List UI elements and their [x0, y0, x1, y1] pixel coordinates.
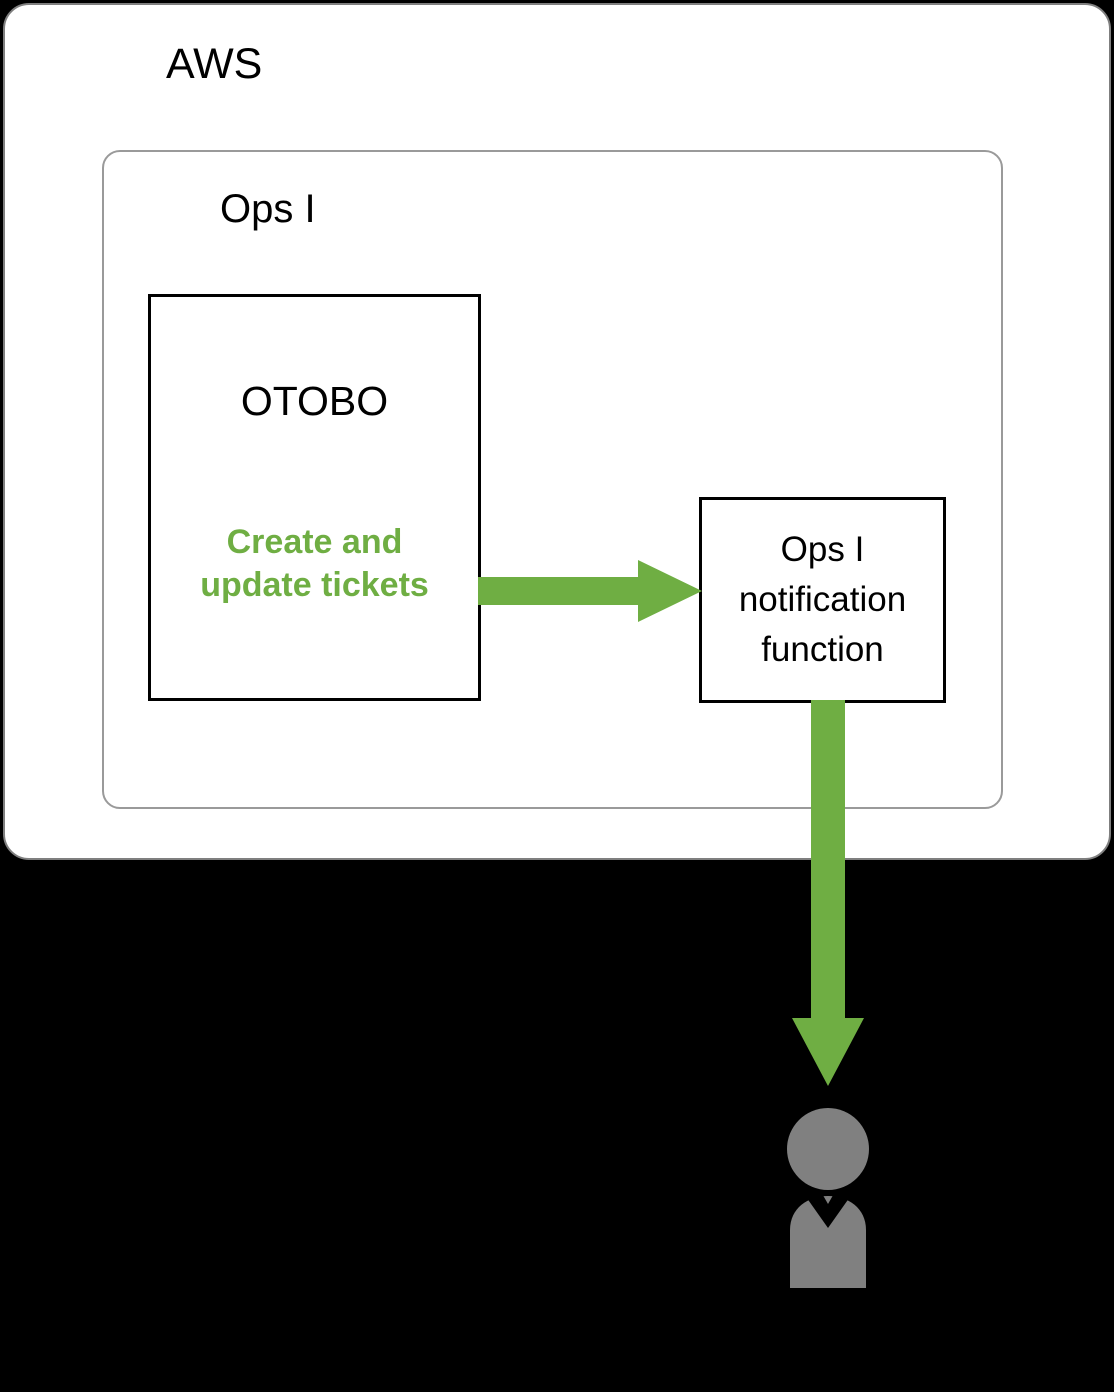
arrow-otobo-to-notification-function	[478, 560, 702, 622]
node-otobo[interactable]: OTOBO Create and update tickets	[148, 294, 481, 701]
arrow-notification-function-to-user	[792, 700, 864, 1086]
node-ops-i-notification-function-label: Ops I notification function	[738, 530, 907, 669]
node-ops-i-notification-function[interactable]: Ops I notification function	[699, 497, 946, 703]
person-icon	[787, 1108, 869, 1288]
node-otobo-title: OTOBO	[240, 378, 389, 424]
group-aws-label: AWS	[166, 40, 263, 88]
edge-label-create-and-update-tickets: Create and update tickets	[200, 523, 429, 604]
group-ops-i-label: Ops I	[220, 187, 316, 231]
